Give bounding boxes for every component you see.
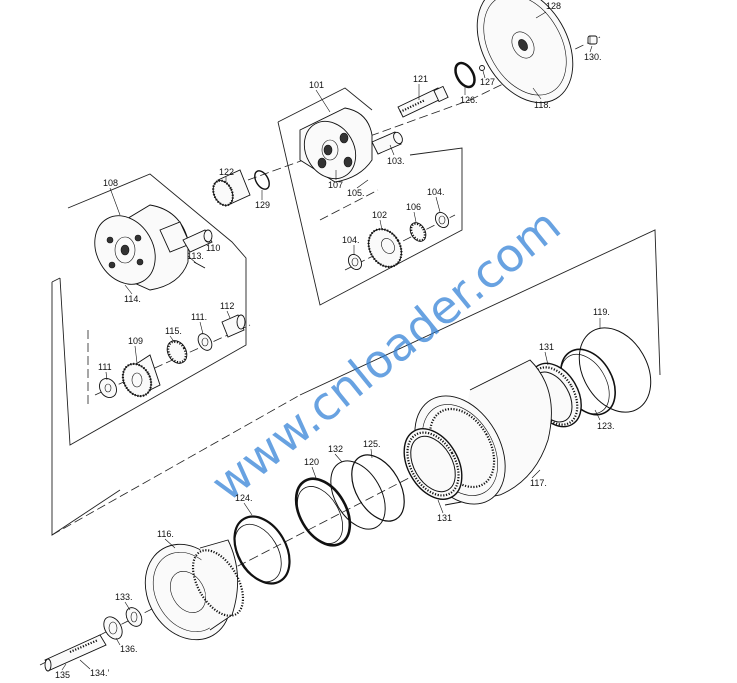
planet-pin-110 xyxy=(182,229,213,253)
planet-carrier-101 xyxy=(299,107,373,183)
thrust-washer-111b xyxy=(99,378,117,398)
label-111a: 111. xyxy=(191,312,207,322)
label-102: 102 xyxy=(372,210,387,220)
label-117: 117. xyxy=(530,478,547,488)
planet-carrier-108 xyxy=(94,204,191,291)
planet-gear-102 xyxy=(367,228,403,268)
label-101: 101 xyxy=(309,80,324,90)
label-114: 114. xyxy=(124,294,141,304)
thrust-washer-104b xyxy=(347,254,363,270)
label-105: 105. xyxy=(347,188,365,198)
label-121: 121 xyxy=(413,74,428,84)
bearing-131b xyxy=(403,428,463,500)
floating-seal-120 xyxy=(294,477,352,547)
label-131b: 131 xyxy=(437,513,452,523)
planet-pin-103 xyxy=(371,131,403,155)
sun-shaft-121 xyxy=(397,85,449,118)
label-104a: 104. xyxy=(427,187,445,197)
label-135: 135 xyxy=(55,670,70,680)
label-104b: 104. xyxy=(342,235,360,245)
label-107: 107 xyxy=(328,180,343,190)
label-110: 110 xyxy=(206,243,220,253)
label-134: 134.’ xyxy=(90,668,110,678)
bushing-112 xyxy=(221,314,246,338)
label-112: 112 xyxy=(220,301,234,311)
washer-136 xyxy=(103,616,123,640)
label-111b: 111 xyxy=(98,362,112,372)
label-106: 106 xyxy=(406,202,421,212)
leader-lines xyxy=(61,11,601,671)
part-labels: 128 130. 118. 127 126. 121 101 103. 107 … xyxy=(55,1,615,680)
label-122: 122 xyxy=(219,167,234,177)
thrust-washer-104a xyxy=(434,212,450,228)
seal-124 xyxy=(233,515,291,585)
label-116: 116. xyxy=(157,529,174,539)
cover-plate-128 xyxy=(476,0,574,104)
label-118: 118. xyxy=(534,100,551,110)
label-130: 130. xyxy=(584,52,602,62)
pin-127 xyxy=(479,65,485,71)
spindle-116 xyxy=(144,539,245,641)
label-133: 133. xyxy=(115,592,133,602)
label-123: 123. xyxy=(597,421,615,431)
drive-shaft-135 xyxy=(44,634,107,672)
label-128: 128 xyxy=(546,1,561,11)
ring-132 xyxy=(330,460,386,530)
label-103: 103. xyxy=(387,156,405,166)
needle-bearing-106 xyxy=(409,222,427,242)
label-113: 113. xyxy=(187,251,204,261)
thrust-washer-111a xyxy=(197,333,213,351)
label-119: 119. xyxy=(593,307,610,317)
label-126: 126. xyxy=(460,95,478,105)
plug-130 xyxy=(587,35,598,45)
label-132: 132 xyxy=(328,444,343,454)
planet-gear-109 xyxy=(121,354,161,398)
bearing-133 xyxy=(125,607,143,627)
label-125: 125. xyxy=(363,439,381,449)
ring-125 xyxy=(351,454,405,522)
o-ring-126 xyxy=(454,61,476,89)
label-108: 108 xyxy=(103,178,118,188)
label-131a: 131 xyxy=(539,342,554,352)
snap-ring-129 xyxy=(254,170,270,190)
label-115: 115. xyxy=(165,326,182,336)
label-109: 109 xyxy=(128,336,143,346)
label-127: 127 xyxy=(480,77,495,87)
label-124: 124. xyxy=(235,493,253,503)
shim-119 xyxy=(578,327,652,413)
label-136: 136. xyxy=(120,644,138,654)
needle-bearing-115 xyxy=(166,340,188,364)
label-120: 120 xyxy=(304,457,319,467)
label-129: 129 xyxy=(255,200,270,210)
